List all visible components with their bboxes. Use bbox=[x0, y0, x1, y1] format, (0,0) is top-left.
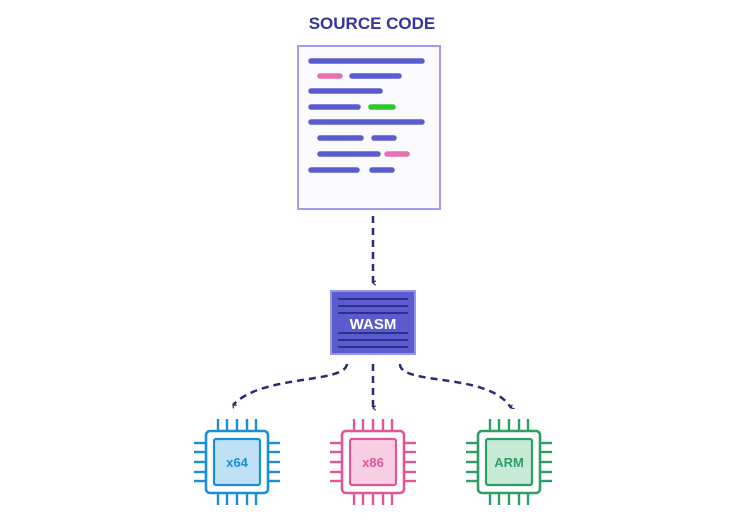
chip-arm: ARM bbox=[466, 419, 552, 505]
arrow-wasm-to-x64 bbox=[232, 363, 349, 405]
arrow-wasm-to-arm bbox=[398, 363, 511, 408]
chip-core bbox=[348, 437, 398, 487]
chip-label: ARM bbox=[494, 455, 524, 470]
chip-core bbox=[484, 437, 534, 487]
chip-label: x86 bbox=[362, 455, 384, 470]
chip-core bbox=[212, 437, 262, 487]
wasm-label-backdrop bbox=[345, 315, 401, 332]
chip-label: x64 bbox=[226, 455, 248, 470]
wasm-label: WASM bbox=[350, 316, 397, 333]
source-code-title: SOURCE CODE bbox=[309, 14, 436, 33]
chip-x64: x64 bbox=[194, 419, 280, 505]
chip-x86: x86 bbox=[330, 419, 416, 505]
source-code-document bbox=[297, 45, 441, 210]
wasm-block: WASM bbox=[330, 290, 416, 355]
document-frame bbox=[297, 45, 441, 210]
